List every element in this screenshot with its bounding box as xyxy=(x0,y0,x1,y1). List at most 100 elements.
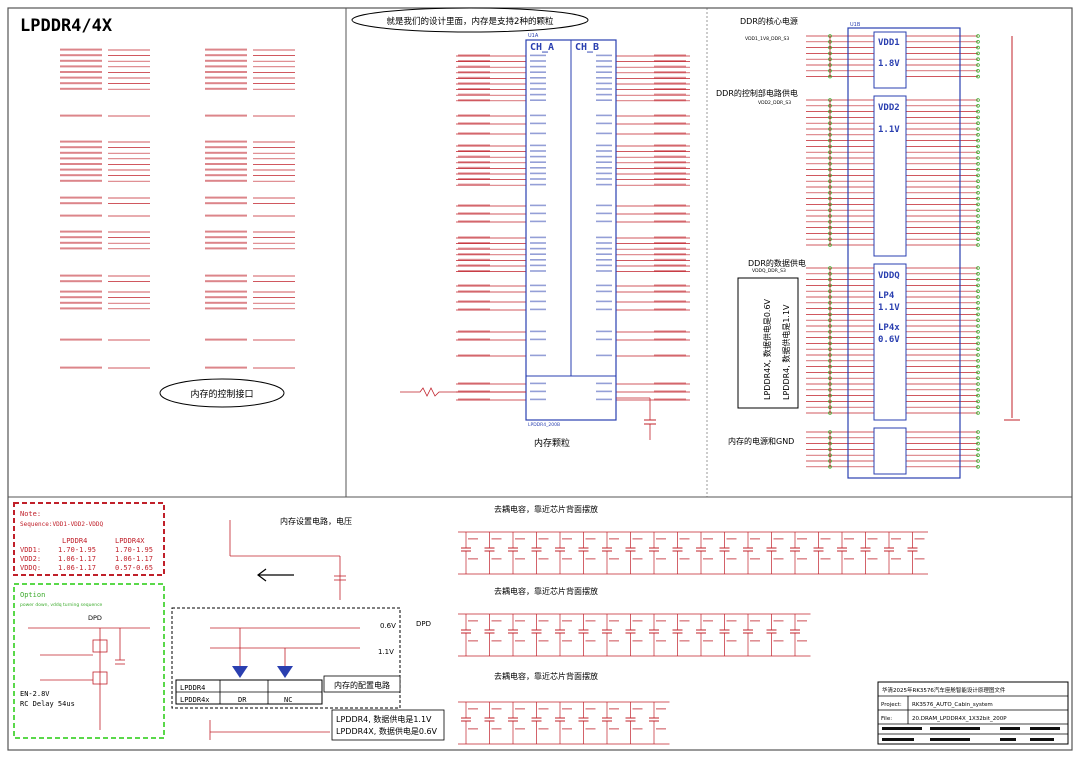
net-label-glyph xyxy=(205,202,247,205)
rail-node-right xyxy=(976,231,980,236)
net-label-glyph xyxy=(205,241,247,244)
decap-value xyxy=(679,640,690,642)
chip-pin-name-a xyxy=(530,300,546,303)
decap-ref xyxy=(515,538,525,540)
power-rail-wires xyxy=(806,34,1020,469)
decap-value xyxy=(820,558,831,560)
callout-decap-1: 去耦电容，靠近芯片背面摆放 xyxy=(494,504,598,514)
net-label-glyph xyxy=(205,247,247,250)
rail-node-right xyxy=(976,115,980,120)
chip-u1b-gnd-block xyxy=(873,427,907,475)
decap-ref xyxy=(679,538,690,540)
net-label-glyph xyxy=(205,296,247,299)
chip-pin-name-a xyxy=(530,259,546,261)
decap-value xyxy=(773,640,784,642)
chip-pin-left-label xyxy=(458,65,490,68)
chip-pin-name-b xyxy=(596,65,612,68)
net-label-glyph xyxy=(205,151,247,154)
net-label-glyph xyxy=(205,82,247,85)
net-label-glyph xyxy=(60,230,102,233)
rail-node-right xyxy=(976,196,980,201)
chip-pin-left-label xyxy=(458,308,490,311)
decap-value xyxy=(679,558,690,560)
rail-node-right xyxy=(976,104,980,108)
net-label-glyph xyxy=(60,65,102,68)
net-label-glyph xyxy=(60,146,102,149)
vdd2-voltage: 1.1V xyxy=(878,125,900,135)
chip-pin-name-b xyxy=(596,284,612,287)
chip-pin-name-b xyxy=(596,220,612,223)
note-row-3-b: 0.57-0.65 xyxy=(115,564,153,572)
chip-pin-name-a xyxy=(530,212,546,215)
decap-ref xyxy=(797,538,807,540)
net-label-glyph xyxy=(205,146,247,149)
decap-value xyxy=(750,558,760,560)
decap-value xyxy=(585,558,596,560)
title-block-file-value: 20.DRAM_LPDDR4X_1X32bit_200P xyxy=(912,716,1007,722)
title-block-bar xyxy=(930,727,980,730)
chip-pin-name-b xyxy=(596,54,612,57)
chip-pin-name-a xyxy=(530,122,546,125)
chip-pin-left-label xyxy=(458,144,490,147)
net-label-glyph xyxy=(205,54,247,57)
rail-node-right xyxy=(976,162,980,166)
chip-pin-name-a xyxy=(530,150,546,152)
title-block-bar xyxy=(882,727,922,730)
title-block-bar xyxy=(1030,727,1060,730)
net-label-glyph xyxy=(205,307,247,310)
chip-pin-name-b xyxy=(596,247,612,250)
chip-pin-right-label xyxy=(654,300,686,303)
callout-data-supply: DDR的数据供电 xyxy=(748,258,806,268)
chip-u1a-pins xyxy=(456,54,690,401)
control-net-labels xyxy=(60,48,295,369)
config-dpd: DPD xyxy=(416,620,431,628)
chip-pin-name-a xyxy=(530,155,546,158)
config-caption-box xyxy=(323,675,401,693)
chip-pin-name-b xyxy=(596,330,612,333)
rail-node-right xyxy=(976,271,980,276)
rail-node-right xyxy=(976,74,980,79)
chip-pin-right-label xyxy=(654,166,686,169)
net-label-glyph xyxy=(60,296,102,299)
vertical-note-2: LPDDR4, 数据供电是1.1V xyxy=(781,304,791,400)
note-row-2-a: 1.06-1.17 xyxy=(58,555,96,563)
net-label-glyph xyxy=(205,48,247,51)
decap-value xyxy=(797,558,807,560)
chip-caption: 内存颗粒 xyxy=(534,437,570,449)
net-label-glyph xyxy=(205,163,247,165)
chip-pin-name-b xyxy=(596,178,612,180)
net-label-glyph xyxy=(205,140,247,143)
net-label-glyph xyxy=(205,65,247,68)
net-label-glyph xyxy=(60,163,102,165)
callout-control-interface: 内存的控制接口 xyxy=(190,388,253,400)
decap-value xyxy=(797,640,807,642)
chip-pin-right-label xyxy=(654,212,686,215)
option-box xyxy=(13,583,165,739)
title-block-bar xyxy=(1000,727,1020,730)
callout-ellipse-control xyxy=(159,378,285,408)
title-block-bar xyxy=(882,738,914,741)
chip-pin-left-label xyxy=(458,82,490,85)
rail-node-right xyxy=(976,69,980,73)
note-col1: LPDDR4 xyxy=(62,537,87,545)
decap-value xyxy=(538,728,549,730)
chip-pin-right-label xyxy=(654,253,686,256)
rail-node-right xyxy=(976,45,980,50)
decap-ref xyxy=(632,620,643,622)
decap-value xyxy=(891,558,901,560)
chip-pin-right-label xyxy=(654,398,686,401)
chip-pin-right-label xyxy=(654,242,686,244)
chip-pin-right-label xyxy=(654,88,686,90)
chip-pin-left-label xyxy=(458,220,490,223)
chip-part-name: LPDDR4_200B xyxy=(528,422,560,428)
chip-pin-name-a xyxy=(530,88,546,90)
note-row-2-name: VDD2: xyxy=(20,555,41,563)
config-row2-name: LPDDR4x xyxy=(180,696,210,704)
decap-ref xyxy=(914,538,925,540)
chip-pin-left-label xyxy=(458,398,490,401)
chip-pin-name-a xyxy=(530,93,546,96)
decap-ref xyxy=(585,620,596,622)
callout-power-gnd: 内存的电源和GND xyxy=(728,436,794,446)
net-label-glyph xyxy=(60,196,102,199)
net-label-glyph xyxy=(60,202,102,205)
